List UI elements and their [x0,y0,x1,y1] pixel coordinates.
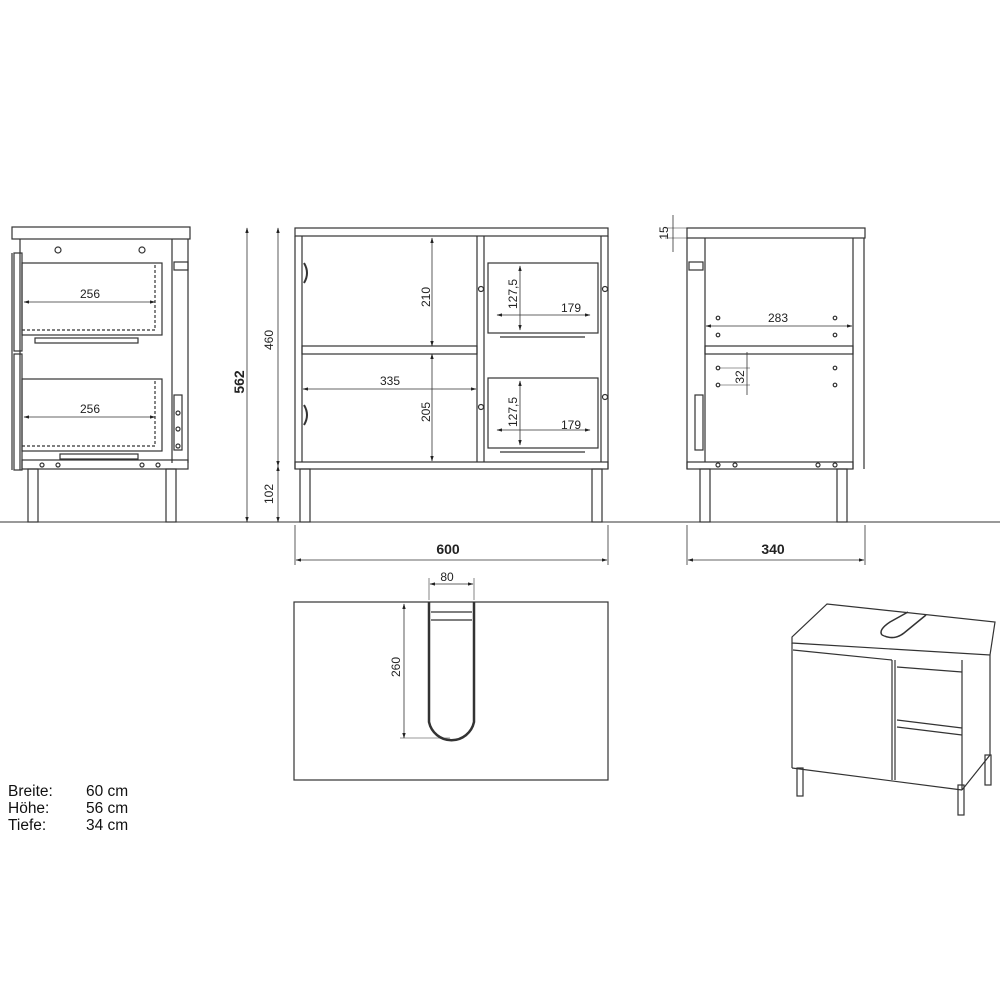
dim-shelf-width: 335 [380,374,400,388]
dim-drawer-width-bottom: 179 [561,418,581,432]
front-view [245,227,609,565]
dim-drawer-height-bottom: 127,5 [506,397,520,427]
dim-total-depth: 340 [761,541,785,557]
dim-drawer-width-lower: 256 [80,402,100,416]
top-view [293,578,609,781]
spec-row-width: Breite: 60 cm [8,783,128,800]
spec-label: Breite: [8,783,53,800]
spec-row-depth: Tiefe: 34 cm [8,817,128,834]
spec-row-height: Höhe: 56 cm [8,800,128,817]
dim-body-height: 460 [262,330,276,350]
dim-drawer-width-upper: 256 [80,287,100,301]
dim-hole-spacing: 32 [733,370,747,384]
dim-lower-compartment: 205 [419,402,433,422]
dim-drawer-width-top: 179 [561,301,581,315]
dim-cutout-depth: 260 [389,657,403,677]
dim-total-width: 600 [436,541,460,557]
spec-value: 34 cm [86,817,129,834]
dim-total-height: 562 [231,370,247,394]
spec-value: 60 cm [86,783,129,800]
dim-top-thickness: 15 [657,226,671,240]
dim-cutout-width: 80 [440,570,454,584]
dim-leg-height: 102 [262,484,276,504]
right-side-view [665,215,866,565]
spec-label: Höhe: [8,800,50,817]
dim-drawer-height-top: 127,5 [506,279,520,309]
dimensions-summary: Breite: 60 cm Höhe: 56 cm Tiefe: 34 cm [8,783,128,834]
left-side-view [11,226,191,523]
spec-value: 56 cm [86,800,129,817]
dim-upper-compartment: 210 [419,287,433,307]
dim-inner-depth: 283 [768,311,788,325]
spec-label: Tiefe: [8,817,47,834]
isometric-view [791,603,996,816]
